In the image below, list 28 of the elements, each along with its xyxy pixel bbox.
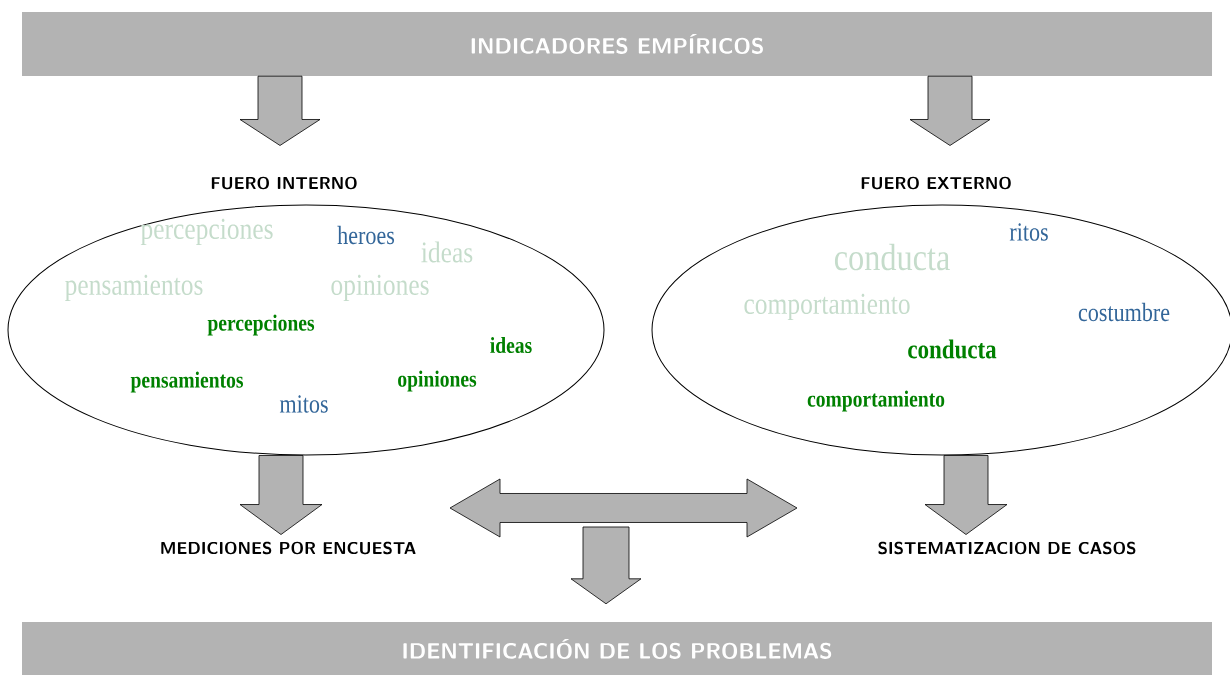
double-arrow (449, 478, 798, 538)
title-band: IDENTIFICACIÓN DE LOS PROBLEMAS (22, 622, 1212, 675)
word: comportamiento (807, 390, 945, 412)
word: heroes (337, 225, 395, 245)
word: mitos (279, 395, 328, 413)
word: ideas (490, 336, 532, 354)
word: conducta (834, 243, 950, 271)
word: opiniones (398, 370, 477, 392)
block-arrow (239, 75, 321, 146)
title-band: INDICADORES EMPÍRICOS (22, 12, 1212, 76)
word: pensamientos (130, 371, 243, 393)
word: percepciones (140, 218, 273, 246)
label-text: SISTEMATIZACION DE CASOS (878, 541, 1136, 555)
word: ritos (1009, 223, 1048, 241)
block-arrow (924, 455, 1008, 535)
heading: FUERO EXTERNO (861, 176, 1011, 190)
block-arrow (570, 526, 642, 605)
word: pensamientos (65, 274, 203, 302)
word: costumbre (1078, 302, 1170, 322)
heading: FUERO INTERNO (211, 176, 357, 190)
word: percepciones (207, 314, 315, 336)
block-arrow (239, 455, 323, 535)
label-text: MEDICIONES POR ENCUESTA (161, 541, 416, 555)
word: conducta (908, 339, 997, 359)
word: comportamiento (744, 293, 910, 321)
word: opiniones (331, 274, 429, 302)
block-arrow (909, 75, 991, 146)
word: ideas (421, 241, 473, 263)
